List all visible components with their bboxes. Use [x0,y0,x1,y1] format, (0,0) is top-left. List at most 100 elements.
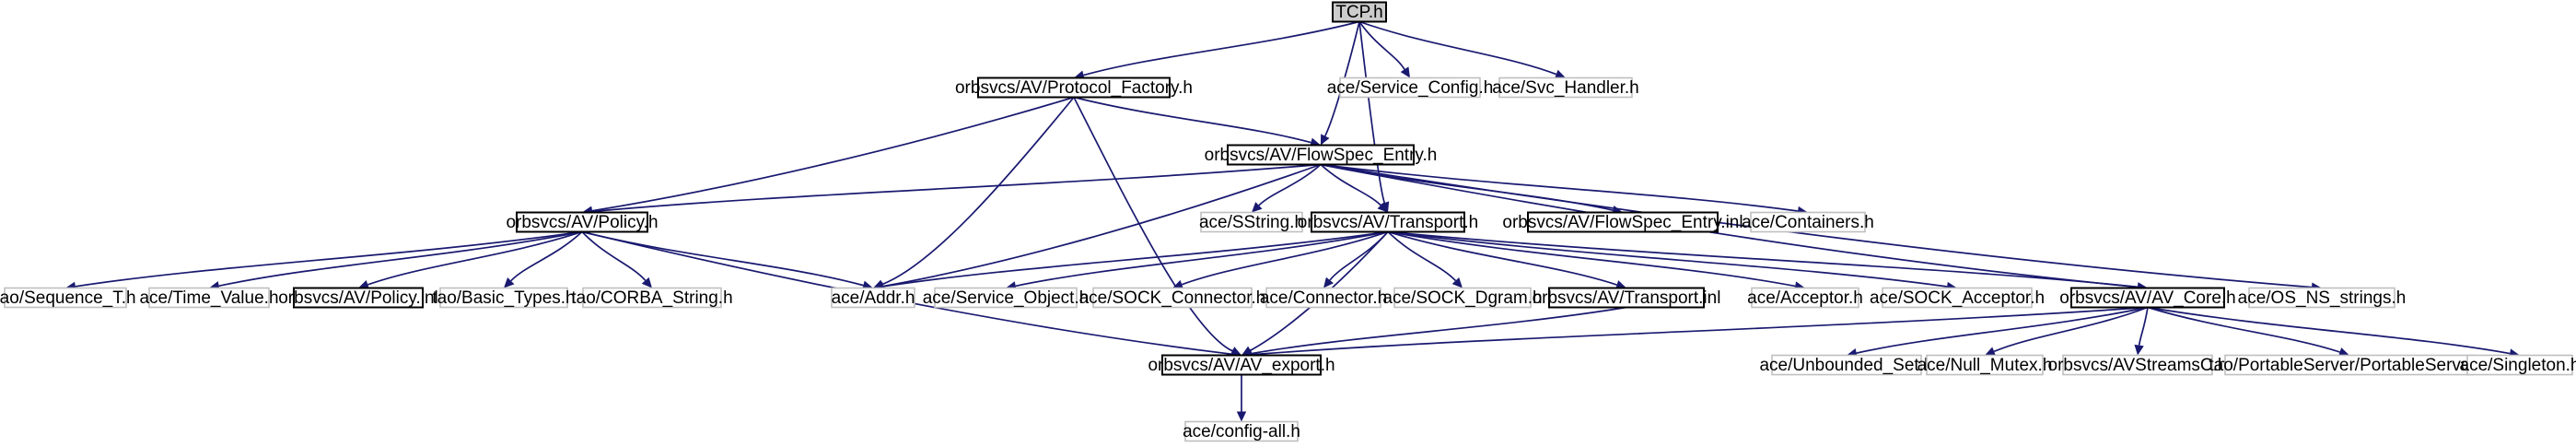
edge-avcore-to-avexport [1251,306,2149,356]
graph-node-ace-sock-acceptor-h[interactable]: ace/SOCK_Acceptor.h [1870,287,2045,309]
node-box[interactable] [1184,420,1299,442]
node-box[interactable] [1161,354,1322,376]
edge-avcore-to-singleton [2147,306,2511,355]
node-box[interactable] [1200,211,1303,233]
edge-arrowhead-icon [1400,66,1410,78]
node-label: ace/SString.h [1199,213,1304,232]
graph-node-ace-containers-h[interactable]: ace/Containers.h [1742,211,1874,233]
graph-node-orbsvcs-av-transport-h[interactable]: orbsvcs/AV/Transport.h [1298,211,1478,233]
graph-node-orbsvcs-av-policy-h[interactable]: orbsvcs/AV/Policy.h [506,211,659,233]
node-box[interactable] [1265,287,1381,309]
node-box[interactable] [516,211,648,233]
graph-node-ace-singleton-h[interactable]: ace/Singleton.h [2460,354,2576,376]
node-box[interactable] [1751,287,1859,309]
edge-transport-to-sockconnector [1182,230,1389,286]
node-box[interactable] [831,287,915,309]
node-box[interactable] [1227,144,1415,166]
graph-node-ace-addr-h[interactable]: ace/Addr.h [831,287,915,309]
graph-node-tao-sequence-t-h[interactable]: tao/Sequence_T.h [0,287,136,309]
edge-protofactory-to-avexport [1073,97,1233,352]
node-box[interactable] [1092,287,1253,309]
node-box[interactable] [439,287,568,309]
node-label: orbsvcs/AV/Transport.inl [1533,288,1721,308]
graph-node-tcp-h[interactable]: TCP.h [1332,1,1387,23]
edge-flowspecentry-to-containers [1320,163,1799,212]
graph-node-orbsvcs-av-protocol-factory-h[interactable]: orbsvcs/AV/Protocol_Factory.h [955,76,1193,99]
node-box[interactable] [977,76,1171,99]
edge-layer [65,20,2520,422]
graph-node-orbsvcs-av-flowspec-entry-h[interactable]: orbsvcs/AV/FlowSpec_Entry.h [1205,144,1438,166]
edge-policy-to-seqt [75,230,583,288]
graph-node-orbsvcs-av-flowspec-entry-inl[interactable]: orbsvcs/AV/FlowSpec_Entry.inl [1502,211,1743,233]
graph-node-orbsvcs-av-transport-inl[interactable]: orbsvcs/AV/Transport.inl [1533,287,1721,309]
graph-node-ace-time-value-h[interactable]: ace/Time_Value.h [139,287,279,309]
node-label: tao/CORBA_String.h [571,288,732,308]
node-box[interactable] [1750,211,1866,233]
node-box[interactable] [1882,287,2033,309]
node-label: ace/Service_Object.h [923,288,1090,308]
node-box[interactable] [1771,354,1922,376]
node-box[interactable] [2466,354,2573,376]
node-box[interactable] [2062,354,2213,376]
edge-flowspecentry-to-osnsstrings [1320,163,2313,288]
node-label: orbsvcs/AV/FlowSpec_Entry.h [1205,146,1438,165]
node-box[interactable] [1311,211,1465,233]
graph-node-ace-sock-connector-h[interactable]: ace/SOCK_Connector.h [1079,287,1266,309]
node-box[interactable] [1527,211,1719,233]
graph-node-ace-unbounded-set-h[interactable]: ace/Unbounded_Set.h [1759,354,1934,376]
node-box[interactable] [148,287,270,309]
edge-tcp-to-svchandler [1358,20,1557,76]
node-box[interactable] [293,287,424,309]
edge-transport-to-sockdgram [1387,230,1457,282]
node-label: ace/Service_Config.h [1327,78,1494,98]
graph-node-ace-acceptor-h[interactable]: ace/Acceptor.h [1747,287,1863,309]
graph-node-ace-service-object-h[interactable]: ace/Service_Object.h [923,287,1090,309]
graph-node-orbsvcs-av-av-core-h[interactable]: orbsvcs/AV/AV_Core.h [2059,287,2236,309]
node-label: tao/PortableServer/PortableServer.h [2209,356,2489,375]
node-box[interactable] [1498,76,1633,99]
node-box[interactable] [1332,1,1387,23]
edge-protofactory-to-policy [591,96,1075,212]
graph-node-ace-connector-h[interactable]: ace/Connector.h [1260,287,1387,309]
edge-policy-to-addr [581,230,864,287]
graph-node-tao-portableserver-portableserver-h[interactable]: tao/PortableServer/PortableServer.h [2209,354,2490,376]
graph-node-ace-sock-dgram-h[interactable]: ace/SOCK_Dgram.h [1382,287,1543,309]
node-box[interactable] [1339,76,1481,99]
node-label: ace/Connector.h [1260,288,1387,308]
node-box[interactable] [1393,287,1532,309]
node-label: tao/Basic_Types.h [432,288,575,308]
graph-node-ace-service-config-h[interactable]: ace/Service_Config.h [1327,76,1494,99]
graph-node-orbsvcs-av-av-export-h[interactable]: orbsvcs/AV/AV_export.h [1148,354,1335,376]
edge-policy-to-avexport [581,230,1232,356]
edge-arrowhead-icon [1323,276,1334,288]
graph-node-ace-null-mutex-h[interactable]: ace/Null_Mutex.h [1917,354,2053,376]
node-box[interactable] [4,287,127,309]
graph-node-ace-svc-handler-h[interactable]: ace/Svc_Handler.h [1492,76,1639,99]
node-label: orbsvcs/AV/AV_export.h [1148,356,1335,375]
edge-arrowhead-icon [1321,134,1330,146]
graph-node-tao-basic-types-h[interactable]: tao/Basic_Types.h [432,287,576,309]
node-box[interactable] [934,287,1078,309]
edge-transport-to-serviceobject [1015,230,1389,288]
node-box[interactable] [582,287,722,309]
graph-node-ace-os-ns-strings-h[interactable]: ace/OS_NS_strings.h [2238,287,2407,309]
graph-node-orbsvcs-av-policy-inl[interactable]: orbsvcs/AV/Policy.inl [278,287,438,309]
node-label: TCP.h [1335,3,1382,22]
graph-node-orbsvcs-avstreamsc-h[interactable]: orbsvcs/AVStreamsC.h [2048,354,2228,376]
graph-node-tao-corba-string-h[interactable]: tao/CORBA_String.h [571,287,733,309]
node-label: orbsvcs/AV/Policy.inl [278,288,438,308]
edge-flowspecentry-to-addr [882,163,1322,288]
edge-flowspecentry-to-avcore [1320,163,2139,288]
graph-node-ace-sstring-h[interactable]: ace/SString.h [1199,211,1304,233]
edge-protofactory-to-addr [881,96,1075,286]
node-box[interactable] [1548,287,1705,309]
node-box[interactable] [2070,287,2225,309]
node-label: ace/Unbounded_Set.h [1759,356,1933,375]
node-box[interactable] [2248,287,2395,309]
edge-arrowhead-icon [1451,276,1463,288]
node-label: orbsvcs/AVStreamsC.h [2048,356,2228,375]
graph-node-ace-config-all-h[interactable]: ace/config-all.h [1183,420,1300,442]
node-box[interactable] [1926,354,2044,376]
node-label: orbsvcs/AV/FlowSpec_Entry.inl [1502,213,1743,232]
